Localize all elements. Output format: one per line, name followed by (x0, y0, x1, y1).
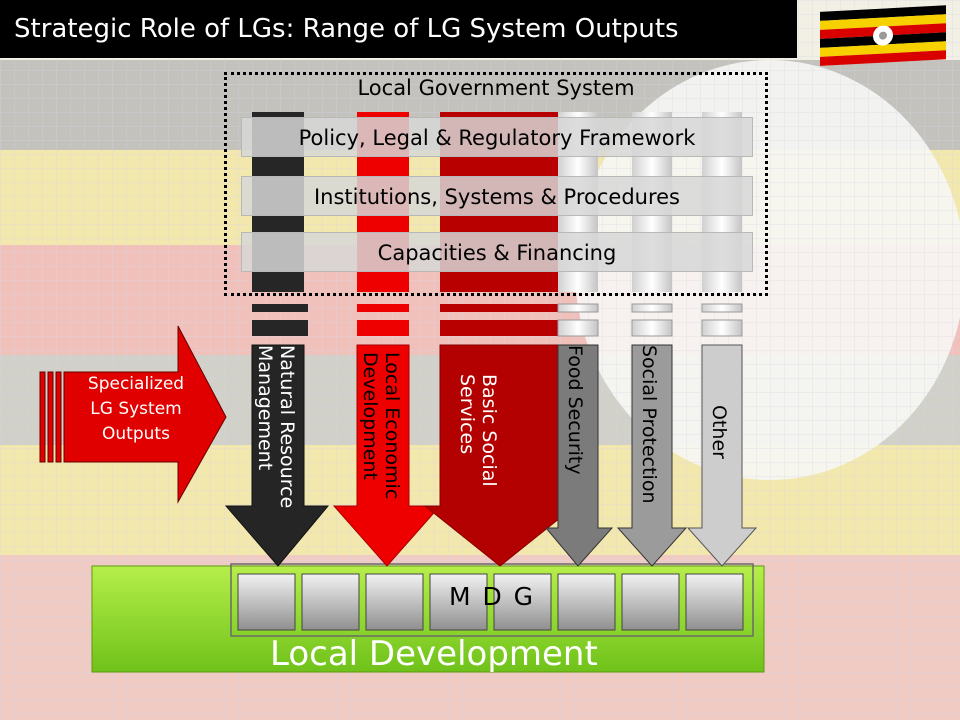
layer-institutions: Institutions, Systems & Procedures (241, 176, 753, 216)
mdg-frame (230, 563, 754, 637)
mdg-label: M D G (448, 582, 536, 611)
local-development-label: Local Development (270, 634, 598, 674)
output-label-food-security: Food Security (564, 345, 586, 475)
local-government-system-box (224, 72, 768, 296)
arrow-local-economic (332, 344, 442, 567)
arrow-natural-resource (224, 344, 330, 567)
layer-policy: Policy, Legal & Regulatory Framework (241, 117, 753, 157)
system-label: Local Government System (357, 76, 635, 100)
output-label-social-protection: Social Protection (638, 345, 660, 504)
mdg-cells (237, 573, 744, 631)
output-label-other: Other (708, 405, 730, 459)
arrow-social-protection (616, 344, 688, 567)
arrow-other (686, 344, 758, 567)
layer-capacities: Capacities & Financing (241, 232, 753, 272)
connector-blocks (252, 303, 743, 337)
arrow-food-security (544, 344, 614, 567)
uganda-flag-icon (820, 5, 946, 66)
specialized-outputs-label: Specialized LG System Outputs (87, 374, 185, 444)
page-title: Strategic Role of LGs: Range of LG Syste… (0, 0, 797, 58)
specialized-arrow (39, 325, 227, 504)
output-arrows (224, 344, 758, 567)
